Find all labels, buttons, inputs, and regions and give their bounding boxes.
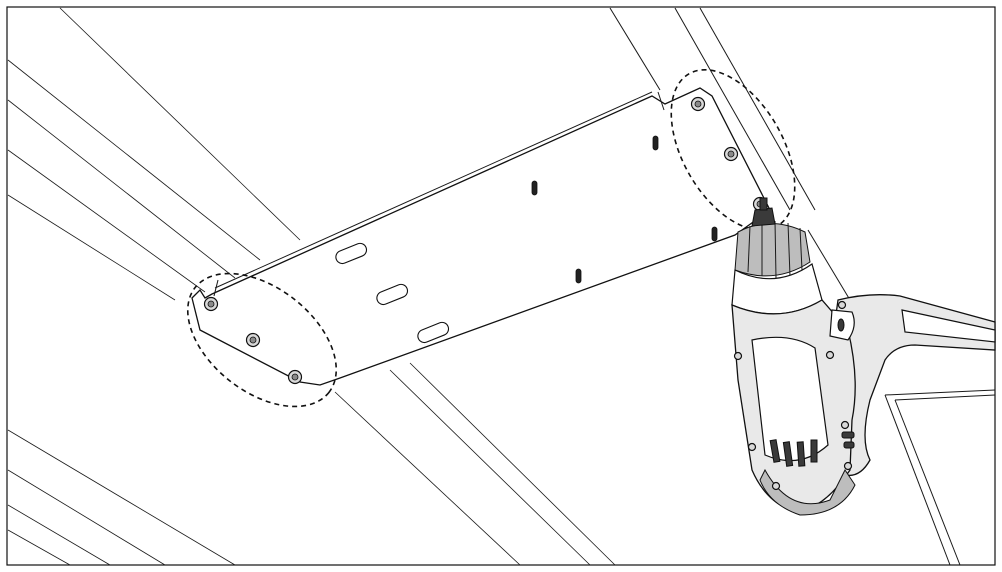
beam-line bbox=[894, 394, 996, 401]
locating-pin bbox=[575, 268, 582, 284]
beam-line bbox=[7, 99, 236, 279]
beam-line bbox=[894, 399, 961, 566]
drill-housing-screw bbox=[840, 420, 850, 430]
drill-handle-grip bbox=[901, 309, 996, 343]
beam-line bbox=[59, 7, 301, 241]
beam-line bbox=[699, 7, 816, 211]
mounting-slot bbox=[376, 283, 409, 306]
screw-group-left bbox=[186, 272, 338, 408]
beam-line bbox=[807, 229, 851, 301]
drill-base bbox=[759, 468, 856, 516]
drill-bit bbox=[759, 197, 768, 211]
highlight-ellipse-left bbox=[186, 272, 338, 408]
drill-housing-screw bbox=[733, 351, 743, 361]
locating-pin bbox=[711, 226, 718, 242]
drill-handle bbox=[819, 294, 996, 477]
beam-line bbox=[7, 504, 111, 566]
drill-housing-screw bbox=[837, 300, 847, 310]
drill-housing-screw bbox=[843, 461, 853, 471]
beam-line bbox=[7, 194, 176, 301]
locating-pin bbox=[531, 180, 538, 196]
mounting-plate bbox=[191, 87, 771, 386]
beam-line bbox=[7, 429, 236, 566]
screw bbox=[690, 96, 706, 112]
drill-switch bbox=[837, 318, 845, 332]
beam-line bbox=[674, 7, 791, 211]
beam-line bbox=[409, 362, 616, 566]
drill-housing-screw bbox=[747, 442, 757, 452]
beam-line bbox=[884, 389, 996, 396]
diagram-border bbox=[6, 6, 996, 566]
beam-line bbox=[389, 369, 591, 566]
mounting-slot bbox=[417, 321, 450, 344]
drill-housing-screw bbox=[771, 481, 781, 491]
beam-line bbox=[334, 391, 521, 566]
screw bbox=[723, 146, 739, 162]
drill-housing-screw bbox=[825, 350, 835, 360]
beam-line bbox=[609, 7, 661, 91]
plate-edge bbox=[214, 91, 653, 289]
mounting-slot bbox=[335, 242, 368, 265]
beam-line bbox=[7, 529, 71, 566]
screw bbox=[245, 332, 261, 348]
drill-direction-switch bbox=[841, 431, 855, 439]
drill-direction-switch bbox=[843, 441, 855, 449]
beam-line bbox=[7, 149, 206, 293]
beam-line bbox=[7, 59, 261, 261]
drill-motor-window bbox=[751, 336, 829, 462]
beam-line bbox=[884, 394, 951, 566]
ceiling-beams bbox=[7, 7, 996, 566]
drill-chuck bbox=[734, 197, 811, 279]
screw bbox=[287, 369, 303, 385]
drill-vents bbox=[769, 439, 818, 467]
power-drill bbox=[731, 197, 996, 516]
plate-notch-right bbox=[657, 91, 665, 111]
plate-outline bbox=[191, 87, 771, 386]
screw bbox=[203, 296, 219, 312]
plate-notch-left bbox=[213, 279, 219, 297]
locating-pin bbox=[652, 135, 659, 151]
beam-line bbox=[7, 469, 166, 566]
